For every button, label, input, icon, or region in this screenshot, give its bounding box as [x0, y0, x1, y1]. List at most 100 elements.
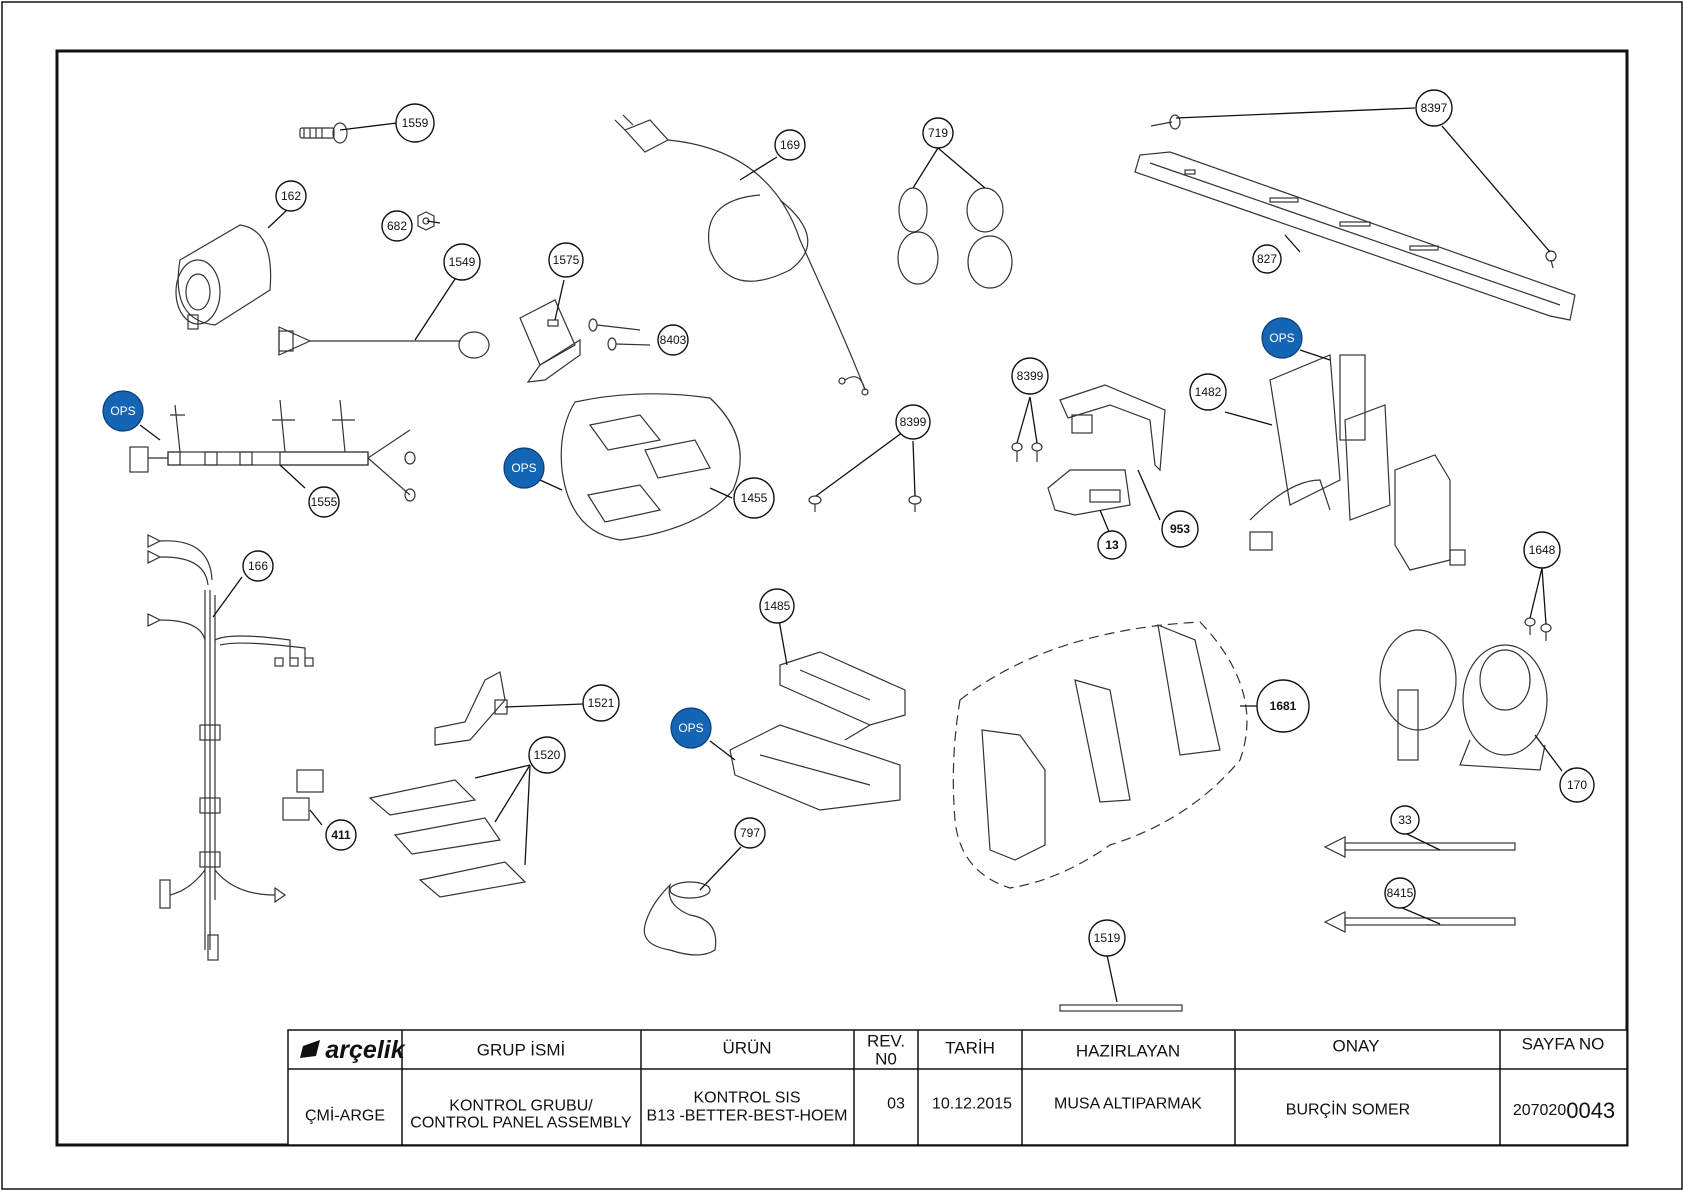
callout-label: 1519 [1094, 931, 1121, 945]
ops-marker: OPS [102, 390, 144, 432]
callout-label: 1559 [402, 116, 429, 130]
callout-166: 166 [242, 550, 274, 582]
callout-label: 8399 [900, 415, 927, 429]
callout-label: 1521 [588, 696, 615, 710]
callout-1482: 1482 [1189, 373, 1227, 411]
page-prefix: 207020 [1513, 1102, 1566, 1119]
ops-circle [503, 447, 545, 489]
callout-circle [1161, 510, 1199, 548]
header-prepared: HAZIRLAYAN [1076, 1042, 1180, 1061]
callout-label: 1648 [1529, 543, 1556, 557]
part-1648-screws [1524, 617, 1552, 641]
part-953-cover [1059, 384, 1166, 472]
callout-1559: 1559 [395, 103, 435, 143]
value-group-line1: KONTROL GRUBU/ [449, 1098, 593, 1115]
callout-411: 411 [325, 819, 357, 851]
callout-label: 33 [1398, 813, 1412, 827]
ops-label: OPS [678, 721, 703, 735]
part-8403-screws [588, 318, 651, 351]
part-411-clips [282, 769, 324, 821]
value-page-number: 2070200043 [1513, 1098, 1615, 1123]
part-8415-cable-tie [1323, 911, 1516, 933]
callout-8399: 8399 [1011, 357, 1049, 395]
header-rev-line1: REV. [867, 1032, 905, 1051]
callout-1648: 1648 [1523, 531, 1561, 569]
header-product: ÜRÜN [722, 1039, 771, 1058]
ops-circle [1261, 317, 1303, 359]
callout-label: 169 [780, 138, 800, 152]
part-1575-bracket [519, 299, 581, 383]
callout-circle [308, 486, 340, 518]
callout-8415: 8415 [1384, 877, 1416, 909]
part-1519-strip [1059, 1004, 1183, 1012]
callout-label: 1485 [764, 599, 791, 613]
part-1521-holder [434, 671, 508, 746]
callout-circle [734, 817, 766, 849]
callout-circle [528, 736, 566, 774]
callout-circle [774, 129, 806, 161]
callout-circle [922, 117, 954, 149]
callout-953: 953 [1161, 510, 1199, 548]
callout-719: 719 [922, 117, 954, 149]
callout-8397: 8397 [1415, 89, 1453, 127]
callout-label: 797 [740, 826, 760, 840]
callout-circle [548, 242, 584, 278]
callout-circle [657, 324, 689, 356]
callout-circle [275, 180, 307, 212]
callout-1520: 1520 [528, 736, 566, 774]
callout-label: 13 [1105, 538, 1119, 552]
callout-label: 1455 [741, 491, 768, 505]
callout-label: 682 [387, 219, 407, 233]
callout-1555: 1555 [308, 486, 340, 518]
callout-label: 953 [1170, 522, 1190, 536]
part-827-rail [1134, 151, 1576, 321]
page-suffix: 0043 [1566, 1098, 1615, 1123]
callout-circle [1390, 805, 1420, 835]
logo-text: arçelik [325, 1036, 405, 1064]
header-page: SAYFA NO [1522, 1035, 1605, 1054]
callout-circle [325, 819, 357, 851]
value-product-line1: KONTROL SIS [694, 1090, 801, 1107]
callout-162: 162 [275, 180, 307, 212]
callout-circle [1088, 919, 1126, 957]
value-rev: 03 [887, 1096, 905, 1113]
value-approved-by: BURÇİN SOMER [1286, 1100, 1410, 1119]
callout-label: 1549 [449, 255, 476, 269]
title-block: arçelik GRUP İSMİ ÜRÜN REV. N0 TARİH HAZ… [287, 1029, 1628, 1146]
callout-1519: 1519 [1088, 919, 1126, 957]
callout-circle [1523, 531, 1561, 569]
callout-label: 170 [1567, 778, 1587, 792]
part-13-door-lock [1047, 469, 1131, 516]
callout-169: 169 [774, 129, 806, 161]
header-rev-line2: N0 [875, 1050, 897, 1069]
callout-label: 8403 [660, 333, 687, 347]
part-frame-assembly [729, 724, 901, 811]
part-166-wiring-harness [147, 534, 314, 961]
part-8397-screws [1150, 114, 1557, 269]
part-169-power-cord [614, 114, 869, 396]
part-1555-harness [129, 399, 416, 502]
callout-circle [733, 477, 775, 519]
callout-circle [1559, 767, 1595, 803]
part-170-pressure-switch [1379, 629, 1548, 771]
callout-1575: 1575 [548, 242, 584, 278]
callout-label: 162 [281, 189, 301, 203]
callout-circle [582, 684, 620, 722]
callout-label: 8397 [1421, 101, 1448, 115]
callout-circle [1252, 244, 1282, 274]
part-1681-electronics [952, 621, 1248, 889]
part-719-knob-parts [897, 187, 1013, 289]
callout-label: 166 [248, 559, 268, 573]
part-33-cable-tie [1323, 836, 1516, 858]
callout-827: 827 [1252, 244, 1282, 274]
callout-8403: 8403 [657, 324, 689, 356]
value-department: ÇMİ-ARGE [305, 1106, 385, 1125]
value-prepared-by: MUSA ALTIPARMAK [1054, 1096, 1202, 1113]
header-date: TARİH [945, 1039, 995, 1058]
part-1520-clamps [368, 779, 527, 898]
callout-label: 411 [331, 828, 351, 842]
